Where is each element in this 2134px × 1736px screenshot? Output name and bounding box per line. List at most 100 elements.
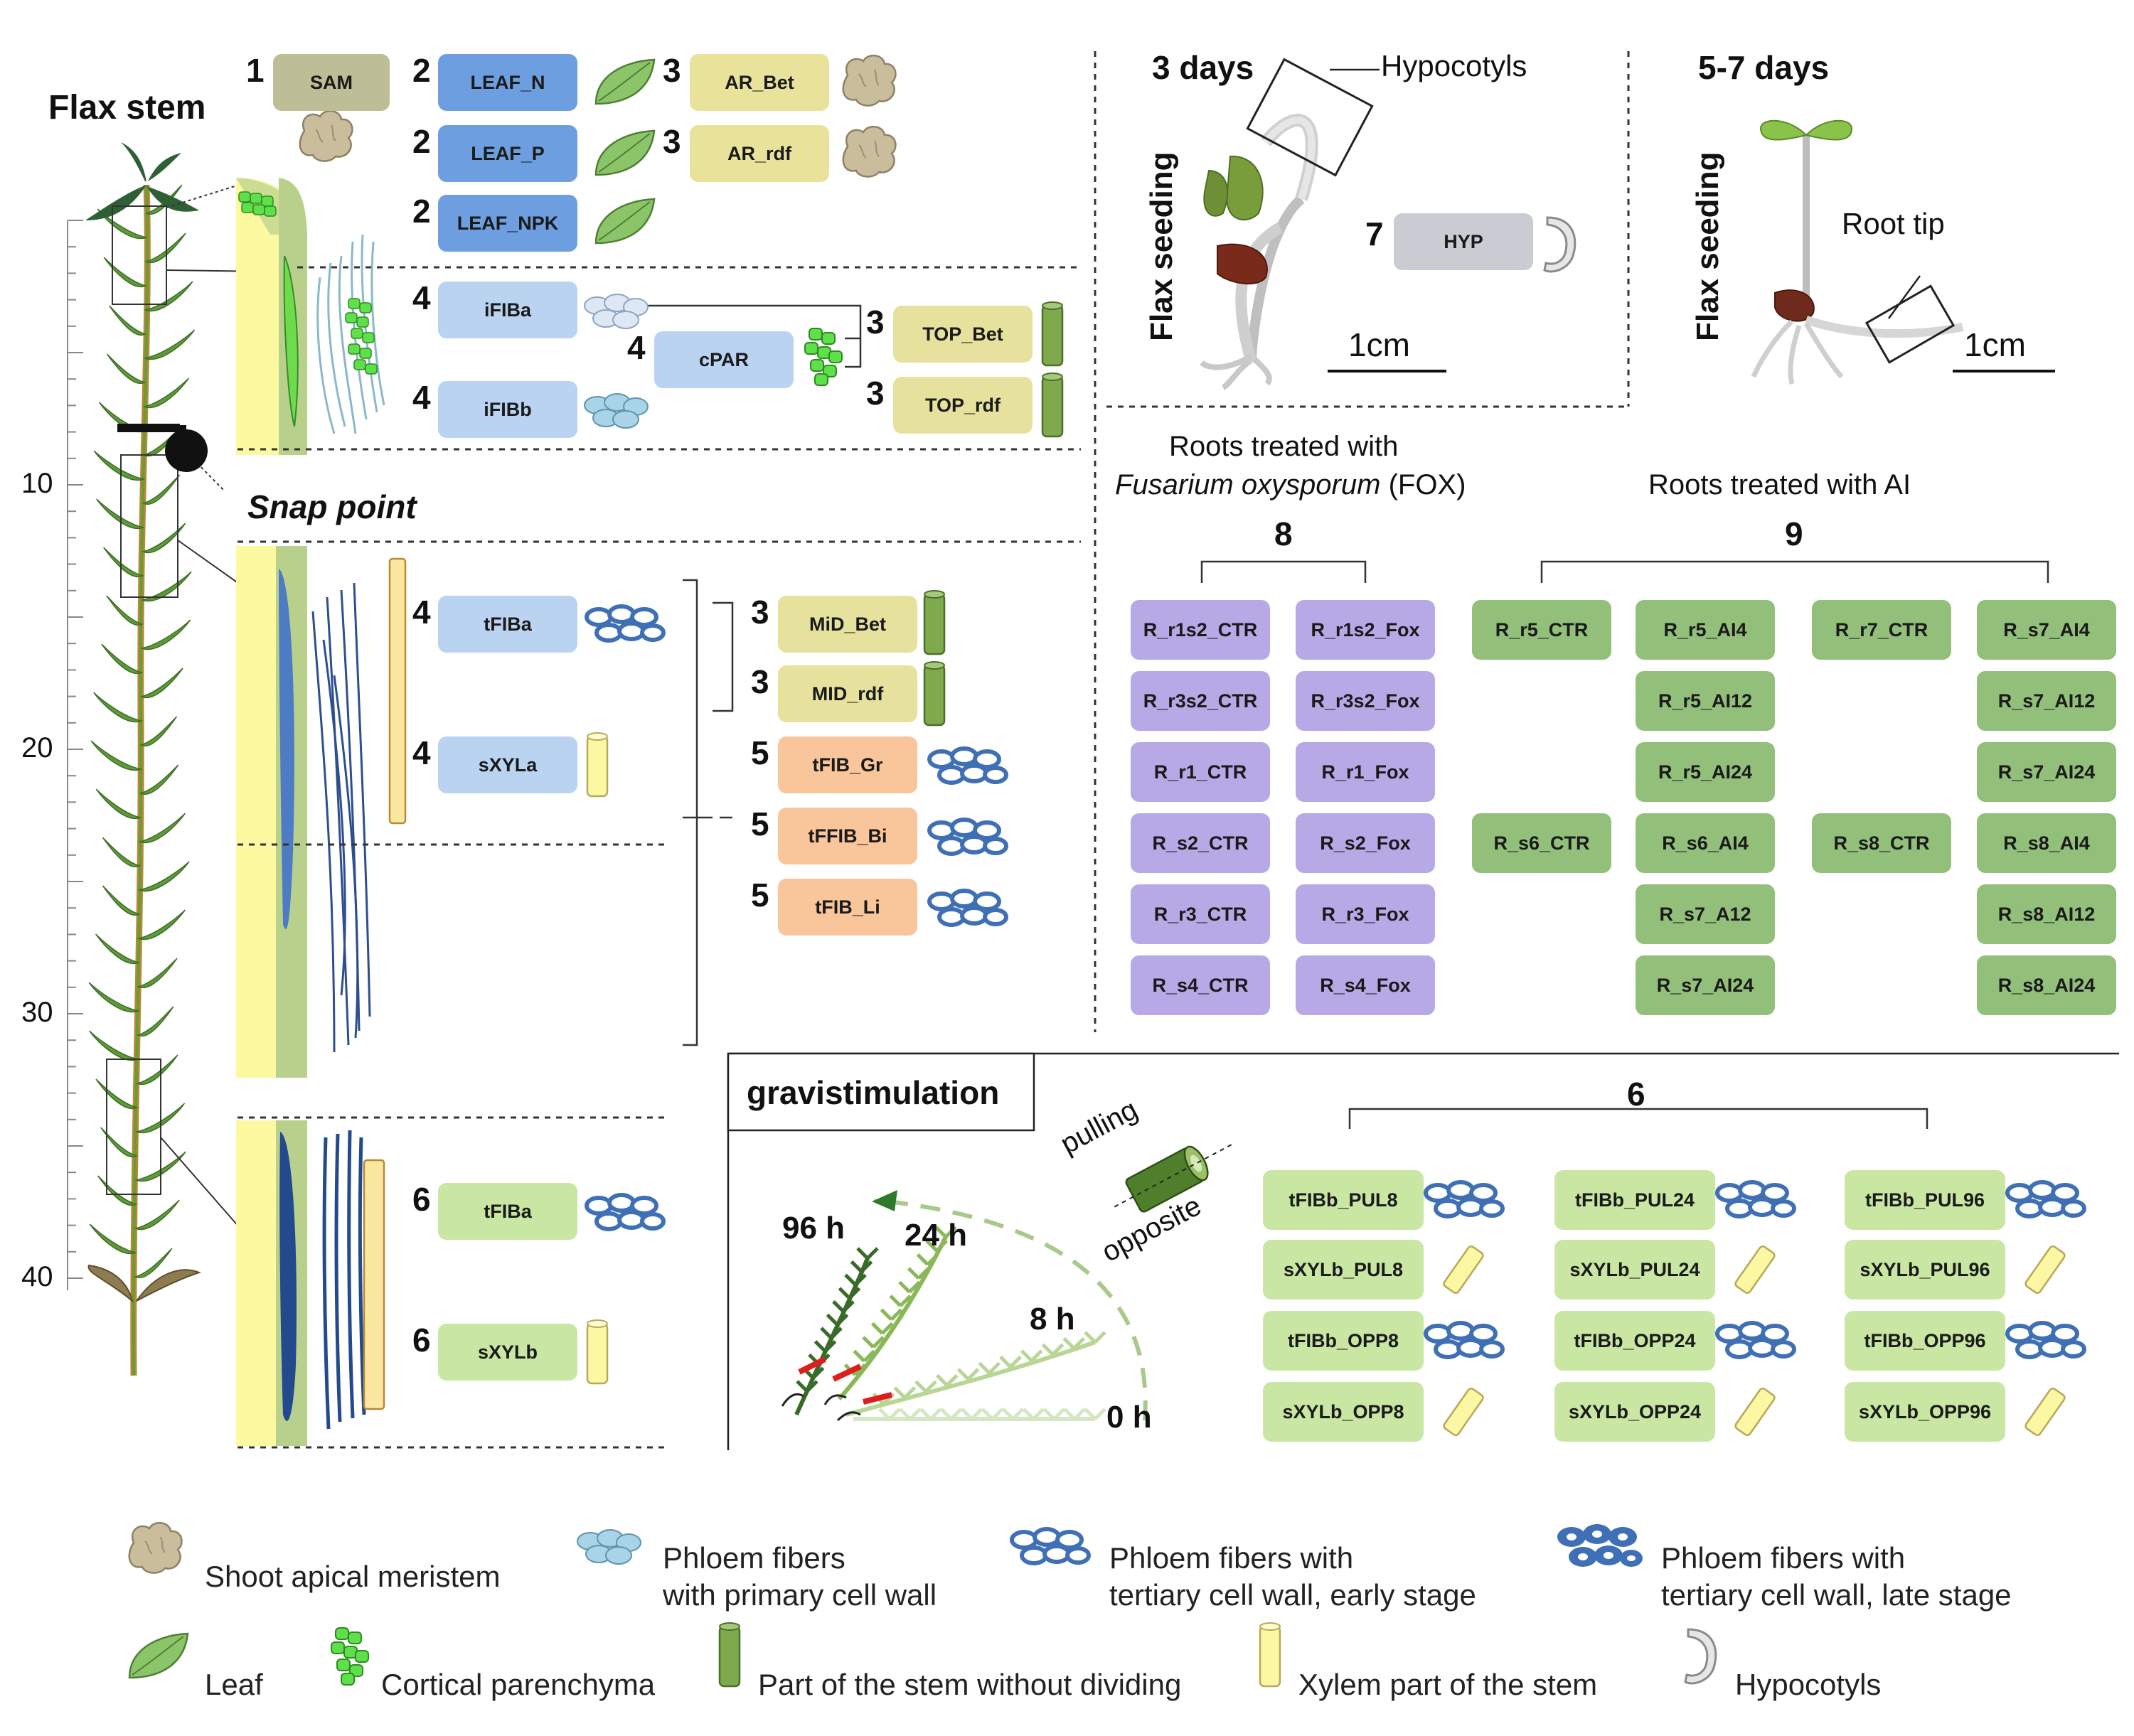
seedling-5-7days-side-label: Flax seeding — [1690, 151, 1725, 341]
sample-box-tfib-gr: tFIB_Gr — [778, 736, 917, 793]
fox-treated-sample-box: R_r3_Fox — [1296, 884, 1435, 944]
sample-box-tfiba-bottom: tFIBa — [438, 1183, 577, 1240]
sample-number: 2 — [412, 123, 431, 160]
seedling-3days-side-label: Flax seeding — [1144, 151, 1179, 341]
sample-number: 5 — [751, 734, 769, 771]
ai-ctr-sample-box: R_s6_CTR — [1472, 813, 1611, 873]
sample-box-sxyla: sXYLa — [438, 736, 577, 793]
time-label-24h: 24 h — [905, 1218, 968, 1253]
sample-number: 3 — [663, 123, 681, 160]
fox-treated-sample-box: R_r1_Fox — [1296, 742, 1435, 802]
legend-cortical-parenchyma-label: Cortical parenchyma — [381, 1668, 656, 1701]
legend-tertiary-early-line1: Phloem fibers with — [1109, 1541, 1354, 1575]
ai-treated-sample-box: R_r5_AI12 — [1636, 671, 1775, 731]
ai-treated-sample-box: R_s7_A12 — [1636, 884, 1775, 944]
legend-stem-part-label: Part of the stem without dividing — [758, 1668, 1182, 1701]
legend-sam-label: Shoot apical meristem — [205, 1560, 501, 1593]
gravistimulation-sample-box: sXYLb_PUL24 — [1554, 1240, 1715, 1300]
legend-primary-fibers-line1: Phloem fibers — [663, 1541, 845, 1575]
gravistimulation-sample-box: tFIBb_OPP24 — [1554, 1311, 1715, 1371]
ai-number: 9 — [1785, 515, 1803, 552]
ai-treated-sample-box: R_s8_AI12 — [1977, 884, 2116, 944]
ai-treated-sample-box: R_r5_AI4 — [1636, 600, 1775, 660]
sample-number: 4 — [412, 594, 431, 631]
ai-treated-sample-box: R_s7_AI4 — [1977, 600, 2116, 660]
sample-number: 3 — [751, 594, 769, 631]
legend-leaf-label: Leaf — [205, 1668, 263, 1701]
flax-plant-illustration — [67, 142, 265, 1376]
legend-tertiary-late-line2: tertiary cell wall, late stage — [1661, 1578, 2012, 1612]
time-label-96h: 96 h — [782, 1211, 845, 1245]
sample-number: 1 — [246, 52, 265, 89]
legend-hypocotyls-label: Hypocotyls — [1735, 1668, 1882, 1701]
gravistimulation-number: 6 — [1627, 1076, 1645, 1113]
seedling-3days-illustration — [1200, 58, 1446, 390]
sample-number: 4 — [412, 279, 431, 316]
fox-treated-sample-box: R_r3s2_Fox — [1296, 671, 1435, 731]
fox-ctr-sample-box: R_s2_CTR — [1131, 813, 1270, 873]
sample-number: 2 — [412, 193, 431, 230]
gravistimulation-sample-box: tFIBb_PUL8 — [1263, 1170, 1424, 1230]
fox-ctr-sample-box: R_r1_CTR — [1131, 742, 1270, 802]
fox-ctr-sample-box: R_r3s2_CTR — [1131, 671, 1270, 731]
seedling-5-7days-title: 5-7 days — [1698, 49, 1830, 86]
sample-number: 4 — [412, 379, 431, 416]
sample-box-mid-rdf: MID_rdf — [778, 665, 917, 722]
legend-primary-fibers-line2: with primary cell wall — [663, 1578, 937, 1612]
sample-box-leaf-n: LEAF_N — [438, 54, 577, 111]
fox-treated-sample-box: R_s4_Fox — [1296, 955, 1435, 1015]
fox-treated-sample-box: R_s2_Fox — [1296, 813, 1435, 873]
ai-treated-sample-box: R_r5_AI24 — [1636, 742, 1775, 802]
sample-box-ar-rdf: AR_rdf — [690, 125, 829, 182]
seedling-3days-title: 3 days — [1152, 49, 1254, 86]
sample-box-top-rdf: TOP_rdf — [893, 377, 1033, 434]
ai-treated-sample-box: R_s7_AI24 — [1636, 955, 1775, 1015]
scale-bar-3days: 1cm — [1348, 326, 1410, 363]
fox-ctr-sample-box: R_s4_CTR — [1131, 955, 1270, 1015]
ruler-label-20: 20 — [21, 732, 53, 763]
sample-number: 7 — [1365, 215, 1384, 252]
legend-tertiary-early-line2: tertiary cell wall, early stage — [1109, 1578, 1476, 1612]
sample-box-tfiba: tFIBa — [438, 596, 577, 653]
sample-box-ifibb: iFIBb — [438, 381, 577, 438]
gravistimulation-sample-box: tFIBb_PUL24 — [1554, 1170, 1715, 1230]
gravistimulation-sample-box: sXYLb_PUL96 — [1845, 1240, 2005, 1300]
sample-box-top-bet: TOP_Bet — [893, 306, 1033, 363]
ai-treated-sample-box: R_s6_AI4 — [1636, 813, 1775, 873]
sample-box-ar-bet: AR_Bet — [690, 54, 829, 111]
sample-box-sam: SAM — [273, 54, 390, 111]
fox-subtitle: Fusarium oxysporum (FOX) — [1115, 469, 1466, 500]
ai-ctr-sample-box: R_r7_CTR — [1812, 600, 1951, 660]
sample-number: 4 — [627, 329, 646, 366]
fox-ctr-sample-box: R_r3_CTR — [1131, 884, 1270, 944]
time-label-8h: 8 h — [1030, 1302, 1075, 1336]
ruler-label-30: 30 — [21, 997, 53, 1028]
sample-box-leaf-p: LEAF_P — [438, 125, 577, 182]
gravistimulation-sample-box: tFIBb_PUL96 — [1845, 1170, 2005, 1230]
fox-number: 8 — [1274, 515, 1293, 552]
sample-number: 5 — [751, 805, 769, 842]
legend-xylem-label: Xylem part of the stem — [1298, 1668, 1598, 1701]
scale-bar-5-7days: 1cm — [1964, 326, 2026, 363]
sample-box-leaf-npk: LEAF_NPK — [438, 195, 577, 252]
ai-treated-sample-box: R_s8_AI4 — [1977, 813, 2116, 873]
gravistimulation-sample-box: sXYLb_PUL8 — [1263, 1240, 1424, 1300]
time-label-0h: 0 h — [1106, 1400, 1152, 1435]
gravistimulation-sample-box: tFIBb_OPP96 — [1845, 1311, 2005, 1371]
sample-box-ifiba: iFIBa — [438, 282, 577, 338]
ai-title: Roots treated with AI — [1648, 469, 1911, 500]
snap-point-label: Snap point — [247, 488, 417, 525]
ai-treated-sample-box: R_s7_AI12 — [1977, 671, 2116, 731]
gravistimulation-sample-box: sXYLb_OPP24 — [1554, 1382, 1715, 1442]
fox-treated-sample-box: R_r1s2_Fox — [1296, 600, 1435, 660]
stem-section-illustration — [236, 178, 407, 1446]
sample-box-mid-bet: MiD_Bet — [778, 596, 917, 653]
ai-ctr-sample-box: R_r5_CTR — [1472, 600, 1611, 660]
ai-treated-sample-box: R_s7_AI24 — [1977, 742, 2116, 802]
sample-number: 6 — [412, 1322, 431, 1359]
ai-treated-sample-box: R_s8_AI24 — [1977, 955, 2116, 1015]
sample-number: 3 — [866, 375, 885, 412]
section-separators — [238, 51, 1630, 1449]
sample-number: 3 — [751, 663, 769, 700]
